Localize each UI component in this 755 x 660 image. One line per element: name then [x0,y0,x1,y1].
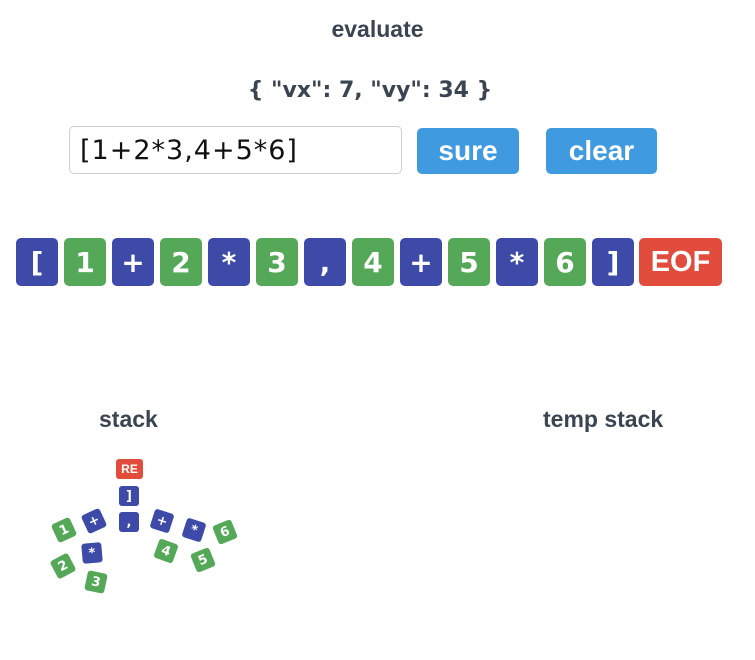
stack-node-close-bracket: ] [119,486,139,506]
stack-node-eof: RE [116,459,143,479]
token-number: 4 [352,238,394,286]
token-number: 1 [64,238,106,286]
clear-button[interactable]: clear [546,128,657,174]
stack-node-multiply: * [81,542,103,564]
temp-stack-label: temp stack [543,406,664,432]
stack-node-number: 3 [84,570,108,594]
result-output: { "vx": 7, "vy": 34 } [247,78,493,103]
token-comma: , [304,238,346,286]
token-number: 6 [544,238,586,286]
token-multiply: * [208,238,250,286]
stack-node-number: 1 [50,516,78,544]
token-plus: + [112,238,154,286]
stack-node-comma: , [119,512,139,532]
stack-node-number: 5 [189,546,217,574]
stack-node-multiply: * [181,517,207,543]
stack-node-plus: + [80,507,108,535]
token-multiply: * [496,238,538,286]
stack-node-plus: + [149,508,175,534]
token-close-bracket: ] [592,238,634,286]
page-title: evaluate [331,16,424,42]
token-eof: EOF [639,238,722,286]
expression-input[interactable] [69,126,402,174]
stack-label: stack [99,406,158,432]
token-plus: + [400,238,442,286]
token-open-bracket: [ [16,238,58,286]
token-number: 5 [448,238,490,286]
stack-node-number: 6 [211,518,239,546]
stack-node-number: 2 [49,552,77,580]
token-number: 2 [160,238,202,286]
stack-node-number: 4 [153,538,179,564]
sure-button[interactable]: sure [417,128,519,174]
token-number: 3 [256,238,298,286]
